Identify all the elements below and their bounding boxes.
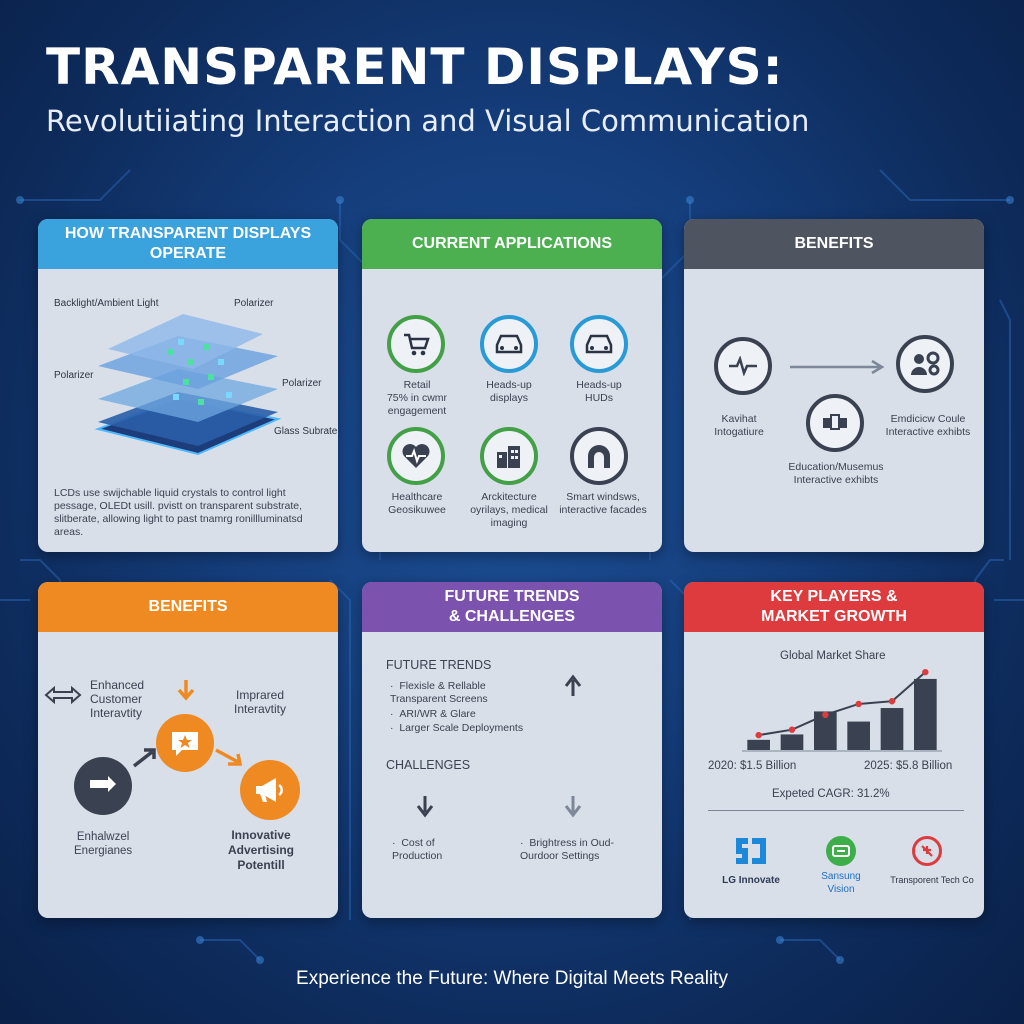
- benefits-bottom-title: BENEFITS: [148, 598, 228, 615]
- chart-point: [822, 711, 829, 718]
- chart-point: [888, 698, 896, 705]
- chart-point: [755, 731, 762, 739]
- arrow-right-icon: [790, 359, 885, 375]
- benefit-label-right: Emdicicw Coule Interactive exhibts: [885, 413, 971, 438]
- label-glass-substrate: Glass Subrate: [274, 426, 338, 437]
- trend-item-3: · Larger Scale Deployments: [390, 722, 524, 734]
- benefits-top-card: BENEFITS Kavihat Intogatiure Emdicicw Co…: [684, 219, 984, 552]
- trend-item-2: · ARI/WR & Glare: [390, 708, 476, 720]
- footer-tagline: Experience the Future: Where Digital Mee…: [296, 968, 728, 989]
- down-arrow-icon: [177, 680, 195, 701]
- down-arrow-right-icon: [564, 796, 582, 818]
- double-arrow-icon: [44, 686, 82, 704]
- benefit-item-3: Enhalwzel Energianes: [74, 831, 133, 857]
- heart-pulse-icon: [387, 427, 445, 485]
- chart-bar: [880, 708, 904, 750]
- down-arrow-left-icon: [416, 796, 434, 818]
- benefit-label-bottom: Education/Musemus Interactive exhibts: [788, 461, 884, 486]
- trends-card: FUTURE TRENDS & CHALLENGES FUTURE TRENDS…: [362, 582, 662, 918]
- challenge-item-2: · Brightress in Oud- Ourdoor Settings: [520, 837, 614, 862]
- challenges-heading: CHALLENGES: [386, 758, 471, 772]
- label-backlight: Backlight/Ambient Light: [54, 298, 159, 309]
- player-lg: LG Innovate: [722, 875, 780, 886]
- benefits-bottom-card: BENEFITS Enhanced Customer Interavtity I…: [38, 582, 338, 918]
- pulse-icon: [714, 337, 772, 395]
- trend-item-1: · Flexisle & Rellable Transparent Screen…: [390, 680, 488, 705]
- applications-header: CURRENT APPLICATIONS: [362, 219, 662, 269]
- app-label-hud-2: Heads-up HUDs: [576, 379, 622, 404]
- app-label-retail: Retail 75% in cwmr engagement: [386, 379, 448, 417]
- chart-bar: [914, 678, 937, 750]
- arrow-sign-icon: [74, 757, 132, 815]
- label-polarizer-right: Polarizer: [282, 378, 322, 389]
- arrow-up-right-icon: [132, 748, 156, 768]
- benefits-bottom-header: BENEFITS: [38, 582, 338, 632]
- transparent-tech-logo-icon: [912, 836, 942, 866]
- star-bubble-icon: [156, 714, 214, 772]
- market-2020-label: 2020: $1.5 Billion: [708, 760, 797, 772]
- player-samsung: Sansung Vision: [821, 871, 861, 895]
- how-it-works-card: HOW TRANSPARENT DISPLAYS OPERATE Backlig…: [38, 219, 338, 552]
- buildings-icon: [480, 427, 538, 485]
- samsung-logo-icon: [826, 836, 856, 866]
- car-hud-icon: [570, 315, 628, 373]
- benefit-item-4: Innovative Advertising Potentill: [228, 828, 295, 872]
- how-it-works-description: LCDs use swijchable liquid crystals to c…: [54, 487, 303, 538]
- car-icon: [480, 315, 538, 373]
- chart-divider: [708, 810, 964, 811]
- chart-bar: [780, 734, 804, 750]
- label-polarizer-left: Polarizer: [54, 370, 94, 381]
- lg-logo-icon: [736, 838, 766, 864]
- chart-bar: [814, 711, 837, 750]
- trends-header: FUTURE TRENDS & CHALLENGES: [362, 582, 662, 632]
- challenge-item-1: · Cost of Production: [392, 837, 443, 862]
- market-card: KEY PLAYERS & MARKET GROWTH Global Marke…: [684, 582, 984, 918]
- chart-bar: [847, 721, 870, 750]
- label-polarizer-top: Polarizer: [234, 298, 274, 309]
- app-label-hud: Heads-up displays: [486, 379, 532, 404]
- exhibit-icon: [806, 394, 864, 452]
- player-transparent-tech: Transporent Tech Co: [890, 875, 974, 885]
- chart-point: [788, 726, 796, 733]
- page-title: TRANSPARENT DISPLAYS:: [46, 38, 784, 96]
- arrow-down-right-icon: [215, 748, 243, 766]
- cagr-label: Expeted CAGR: 31.2%: [772, 788, 890, 800]
- app-label-architecture: Arckitecture oyrilays, medical imaging: [470, 491, 548, 529]
- applications-card: CURRENT APPLICATIONS Retail 75% in cwmr …: [362, 219, 662, 552]
- market-chart: [742, 668, 942, 752]
- trends-title: FUTURE TRENDS & CHALLENGES: [444, 588, 580, 625]
- chart-title: Global Market Share: [780, 650, 886, 662]
- users-gears-icon: [896, 335, 954, 393]
- market-header: KEY PLAYERS & MARKET GROWTH: [684, 582, 984, 632]
- chart-point: [855, 700, 862, 708]
- chart-point: [922, 668, 929, 676]
- benefit-item-1: Enhanced Customer Interavtity: [90, 678, 145, 720]
- benefit-label-left: Kavihat Intogatiure: [714, 413, 764, 438]
- market-2025-label: 2025: $5.8 Billion: [864, 760, 953, 772]
- shopping-cart-icon: [387, 315, 445, 373]
- benefits-top-title: BENEFITS: [794, 235, 874, 252]
- applications-title: CURRENT APPLICATIONS: [412, 235, 612, 252]
- benefits-top-header: BENEFITS: [684, 219, 984, 269]
- megaphone-icon: [240, 760, 300, 820]
- benefit-item-2: Imprared Interavtity: [234, 688, 287, 716]
- how-it-works-header: HOW TRANSPARENT DISPLAYS OPERATE: [38, 219, 338, 269]
- app-label-healthcare: Healthcare Geosikuwee: [388, 491, 446, 516]
- chart-trend-line: [758, 671, 926, 737]
- arch-window-icon: [570, 427, 628, 485]
- chart-bar: [747, 739, 770, 750]
- up-arrow-icon: [564, 674, 582, 696]
- page-subtitle: Revolutiiating Interaction and Visual Co…: [46, 104, 810, 138]
- app-label-smart-windows: Smart windsws, interactive facades: [559, 491, 647, 516]
- how-it-works-title: HOW TRANSPARENT DISPLAYS OPERATE: [64, 225, 312, 262]
- market-title: KEY PLAYERS & MARKET GROWTH: [761, 588, 907, 625]
- future-trends-heading: FUTURE TRENDS: [386, 658, 492, 672]
- display-layers-diagram: [94, 314, 282, 456]
